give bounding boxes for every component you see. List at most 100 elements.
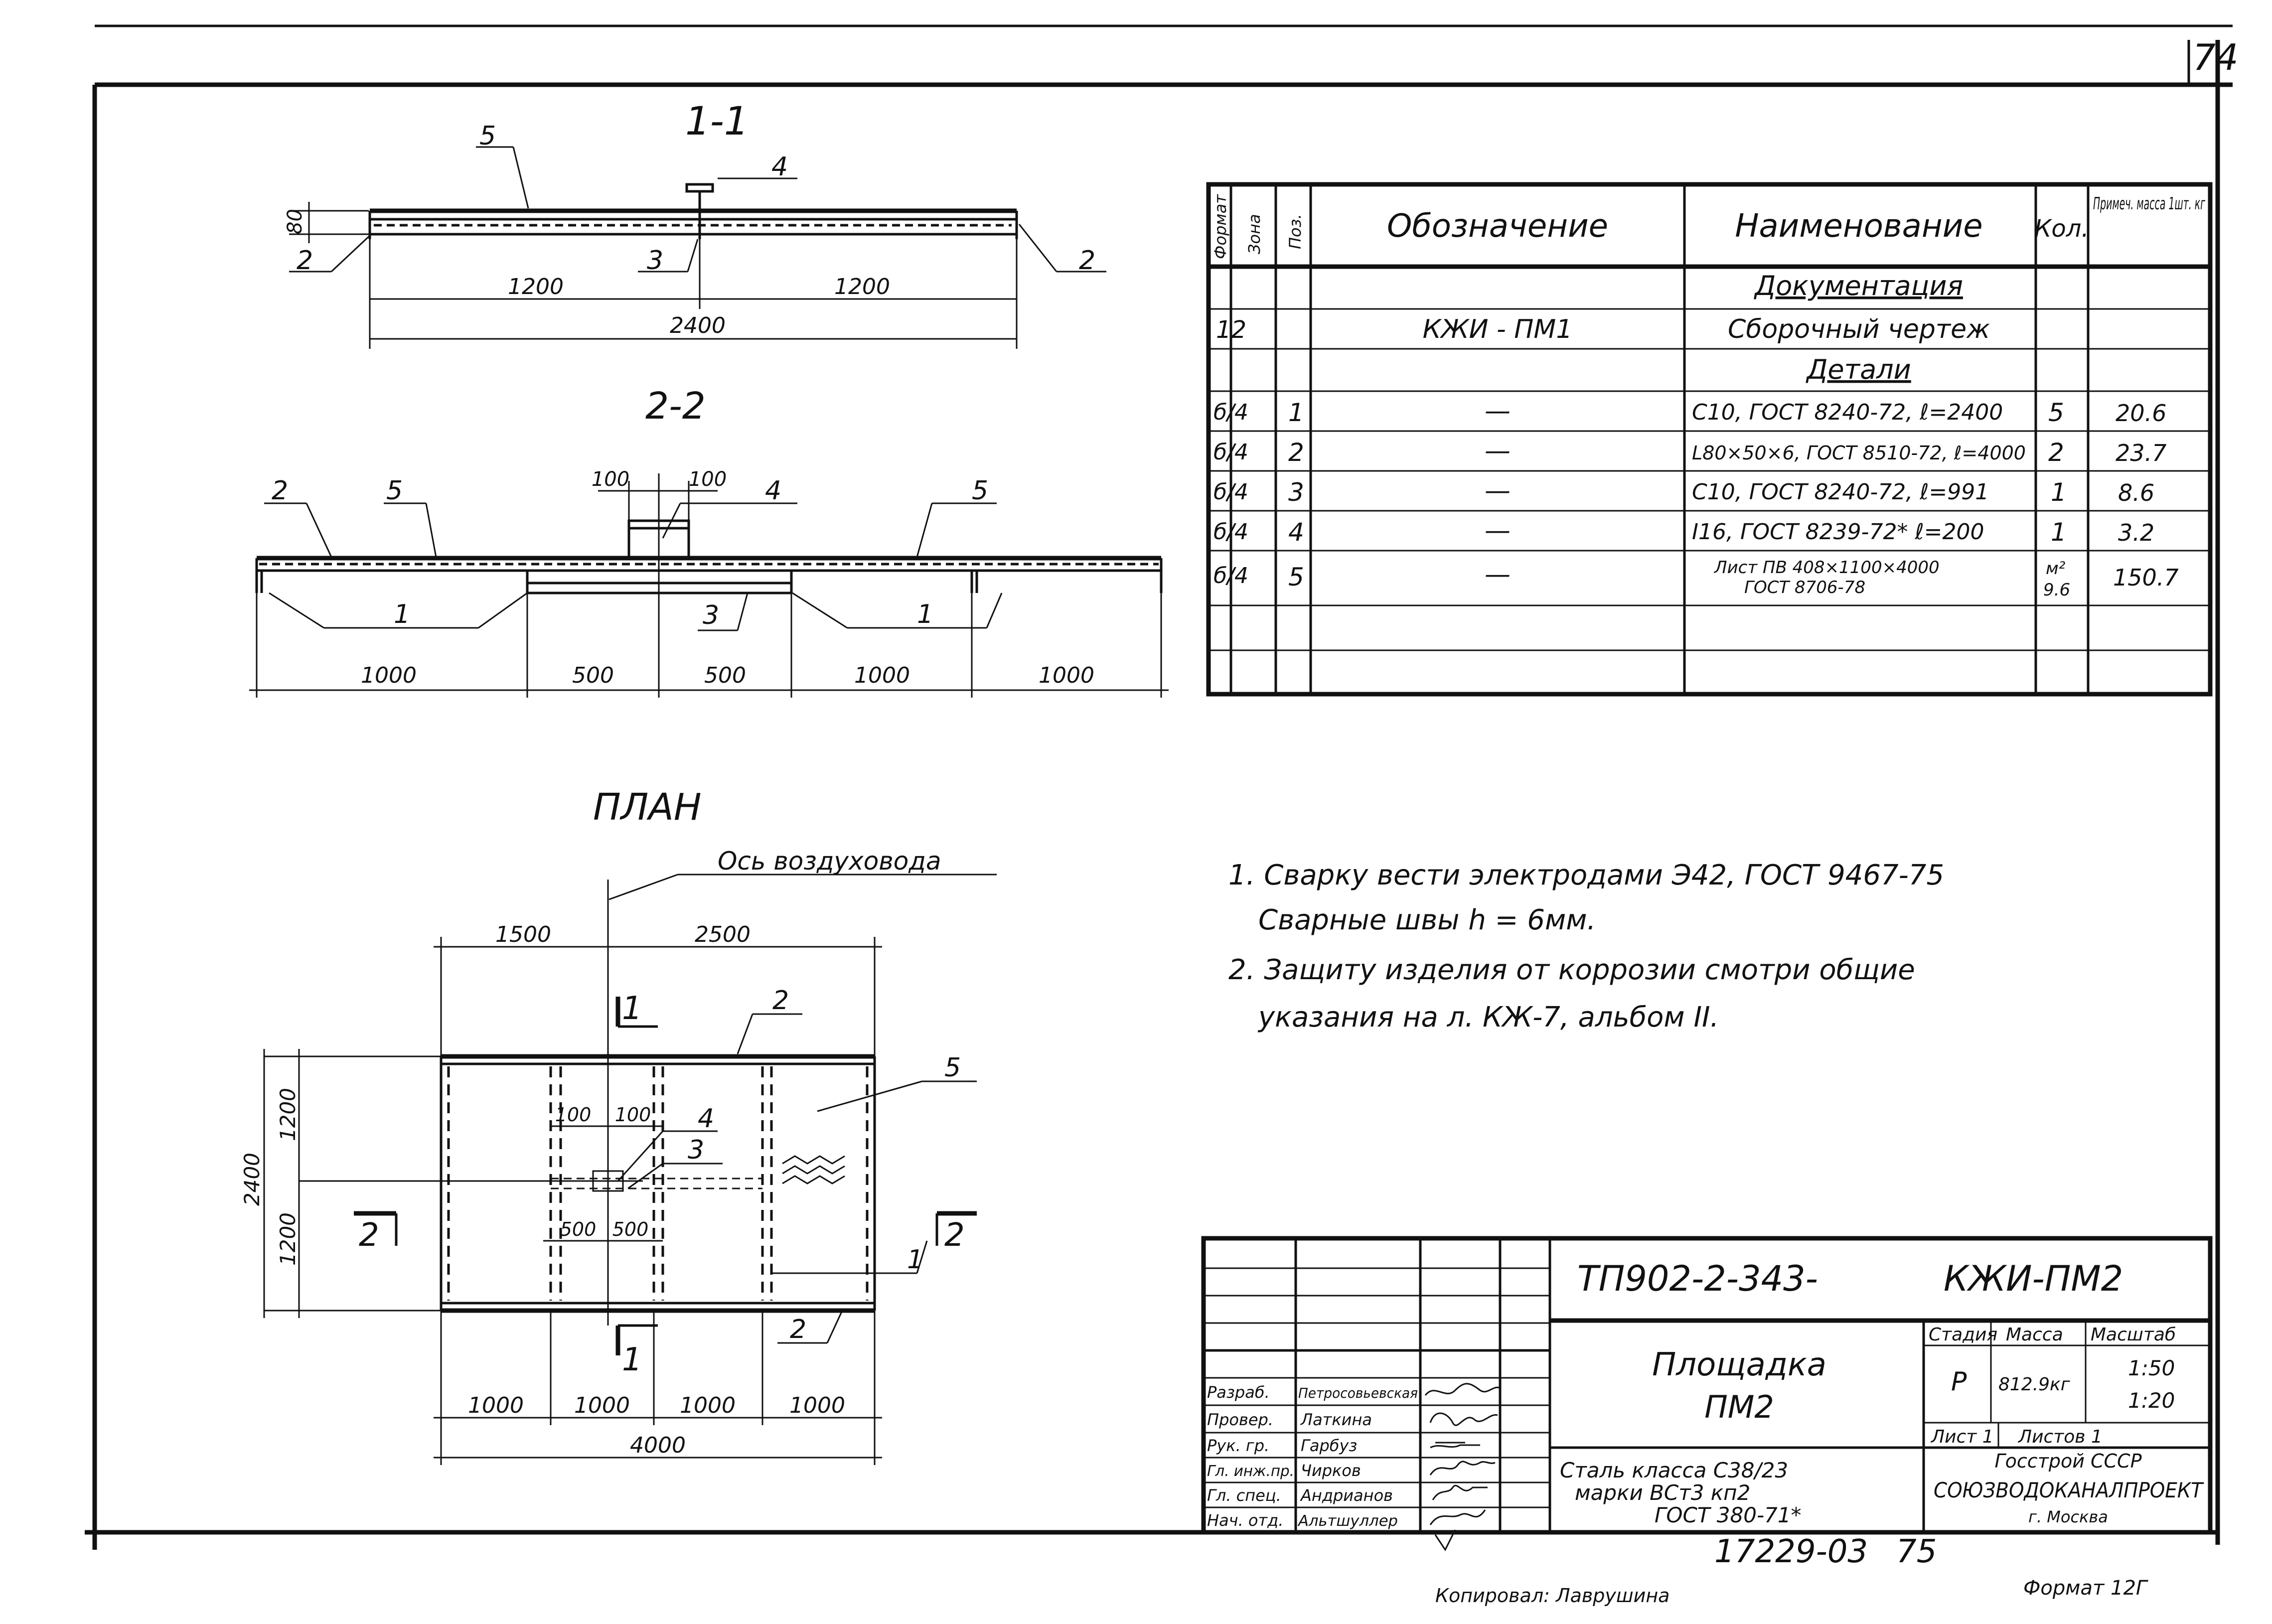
spec-row-1-name: Документация <box>1754 270 1963 301</box>
spec-row-8-qty: м² <box>2046 559 2066 579</box>
title-block: ТП902-2-343- КЖИ-ПМ2 Площадка ПМ2 Стадия… <box>1201 1236 2213 1551</box>
plan-cut-top: 1 <box>622 990 642 1027</box>
spec-row-4-format: б/4 <box>1213 400 1248 425</box>
spec-row-5-format: б/4 <box>1213 440 1248 465</box>
tb-sheet: Лист 1 <box>1930 1427 1994 1447</box>
tb-stage: Р <box>1951 1367 1967 1397</box>
tb-item-name-2: ПМ2 <box>1704 1389 1774 1425</box>
spec-row-4-note: 20.6 <box>2116 400 2166 427</box>
plan-inner-bottom-1: 500 <box>560 1218 597 1240</box>
spec-row-2-name: Сборочный чертеж <box>1728 314 1990 344</box>
spec-row-8-name-2: ГОСТ 8706-78 <box>1744 578 1865 597</box>
s2-dim-3: 500 <box>704 663 746 688</box>
spec-header-format: Формат <box>1211 194 1230 259</box>
spec-row-3-name: Детали <box>1806 354 1911 385</box>
section-2-2: 2-2 100 100 2 5 4 5 <box>249 385 1169 698</box>
spec-row-6-name: С10, ГОСТ 8240-72, ℓ=991 <box>1692 479 1989 505</box>
tb-role-2: Провер. <box>1207 1410 1273 1429</box>
spec-row-2-format: 12 <box>1216 316 1246 344</box>
s2-top-dim-1: 100 <box>592 468 629 491</box>
tb-org-1: Госстрой СССР <box>1994 1450 2141 1472</box>
plan-bottom-total: 4000 <box>630 1433 686 1458</box>
spec-row-6-format: б/4 <box>1213 479 1248 505</box>
plan-top-dim-2: 2500 <box>695 922 751 947</box>
spec-row-6-pos: 3 <box>1288 478 1304 507</box>
plan-top-dim-1: 1500 <box>495 922 551 947</box>
s1-pos-5: 5 <box>479 121 496 151</box>
copied-by: Копировал: Лаврушина <box>1435 1585 1669 1607</box>
tb-name-2: Латкина <box>1300 1410 1372 1429</box>
spec-row-6-note: 8.6 <box>2118 479 2154 506</box>
s1-pos-4: 4 <box>771 152 788 182</box>
s2-dim-4: 1000 <box>854 663 910 688</box>
tb-scale-label: Масштаб <box>2091 1325 2176 1345</box>
tb-org-2: СОЮЗВОДОКАНАЛПРОЕКТ <box>1934 1478 2204 1502</box>
s2-dim-5: 1000 <box>1039 663 1094 688</box>
plan-pos-1: 1 <box>907 1245 923 1275</box>
tb-role-3: Рук. гр. <box>1207 1436 1269 1455</box>
note-2-line-2: указания на л. КЖ-7, альбом II. <box>1257 1001 1719 1033</box>
s2-top-dim-2: 100 <box>689 468 727 491</box>
tb-org-3: г. Москва <box>2028 1507 2108 1526</box>
spec-row-4-qty: 5 <box>2048 398 2064 427</box>
tb-scale-2: 1:20 <box>2128 1388 2175 1413</box>
spec-row-6-designation: — <box>1485 476 1511 506</box>
archive-page: 75 <box>1896 1533 1937 1570</box>
plan-cut-bottom: 1 <box>622 1341 642 1378</box>
plan-bottom-dim-1: 1000 <box>468 1393 524 1418</box>
tb-name-1: Петросовьевская <box>1298 1385 1418 1401</box>
plan-bottom-dim-2: 1000 <box>574 1393 630 1418</box>
sheet-format: Формат 12Г <box>2023 1577 2148 1600</box>
s1-pos-2-left: 2 <box>297 246 313 276</box>
s1-height-dim: 80 <box>284 209 306 234</box>
archive-number: 17229-03 <box>1714 1533 1868 1570</box>
spec-header-pos: Поз. <box>1286 214 1305 249</box>
tb-project-code: ТП902-2-343- <box>1577 1258 1818 1299</box>
spec-row-5-qty: 2 <box>2048 438 2064 467</box>
spec-row-8-format: б/4 <box>1213 563 1248 589</box>
s1-dim-right: 1200 <box>834 274 890 299</box>
s1-pos-3: 3 <box>647 246 663 276</box>
specification-table: Формат Зона Поз. Обозначение Наименовани… <box>1206 182 2213 697</box>
spec-row-5-pos: 2 <box>1288 438 1304 467</box>
plan-title: ПЛАН <box>593 786 702 829</box>
plan-left-dim-1: 1200 <box>276 1088 300 1141</box>
section-1-1: 1-1 5 4 2 3 2 80 1200 <box>284 99 1106 349</box>
spec-row-4-name: С10, ГОСТ 8240-72, ℓ=2400 <box>1692 400 2003 425</box>
spec-row-2-designation: КЖИ - ПМ1 <box>1423 314 1573 344</box>
plan-inner-top-1: 100 <box>555 1104 592 1126</box>
spec-row-6-qty: 1 <box>2051 478 2067 507</box>
s2-pos-2: 2 <box>272 476 288 506</box>
spec-header-name: Наименование <box>1735 208 1982 245</box>
section-2-2-title: 2-2 <box>645 385 706 428</box>
section-1-1-title: 1-1 <box>685 99 749 144</box>
spec-row-7-designation: — <box>1485 516 1511 546</box>
s2-pos-1-left: 1 <box>394 599 410 629</box>
spec-row-5-note: 23.7 <box>2116 440 2166 466</box>
spec-header-zone: Зона <box>1245 214 1264 254</box>
plan-axis-label: Ось воздуховода <box>718 847 941 876</box>
spec-row-8-name: Лист ПВ 408×1100×4000 <box>1713 558 1940 578</box>
tb-item-name-1: Площадка <box>1652 1346 1826 1383</box>
tb-mass-label: Масса <box>2006 1325 2063 1345</box>
plan-left-total: 2400 <box>240 1153 264 1206</box>
plan-cut-left: 2 <box>359 1217 379 1254</box>
note-1-line-2: Сварные швы h = 6мм. <box>1258 904 1596 936</box>
tb-role-6: Нач. отд. <box>1207 1511 1283 1530</box>
spec-row-5-designation: — <box>1485 436 1511 466</box>
s2-pos-5-right: 5 <box>972 476 988 506</box>
plan-left-dim-2: 1200 <box>276 1212 300 1266</box>
plan-bottom-dim-4: 1000 <box>789 1393 845 1418</box>
signature-marks <box>1424 1383 1501 1551</box>
tb-doc-code: КЖИ-ПМ2 <box>1944 1258 2123 1299</box>
spec-header-qty: Кол. <box>2034 215 2089 243</box>
tb-scale-1: 1:50 <box>2128 1356 2175 1380</box>
s2-pos-4: 4 <box>765 476 781 506</box>
tb-role-4: Гл. инж.пр. <box>1207 1463 1294 1480</box>
plan-pos-2-top: 2 <box>772 986 789 1016</box>
spec-row-7-format: б/4 <box>1213 519 1248 545</box>
plan-pos-5: 5 <box>944 1053 961 1083</box>
tb-name-5: Андрианов <box>1300 1486 1393 1505</box>
s1-pos-2-right: 2 <box>1079 246 1095 276</box>
